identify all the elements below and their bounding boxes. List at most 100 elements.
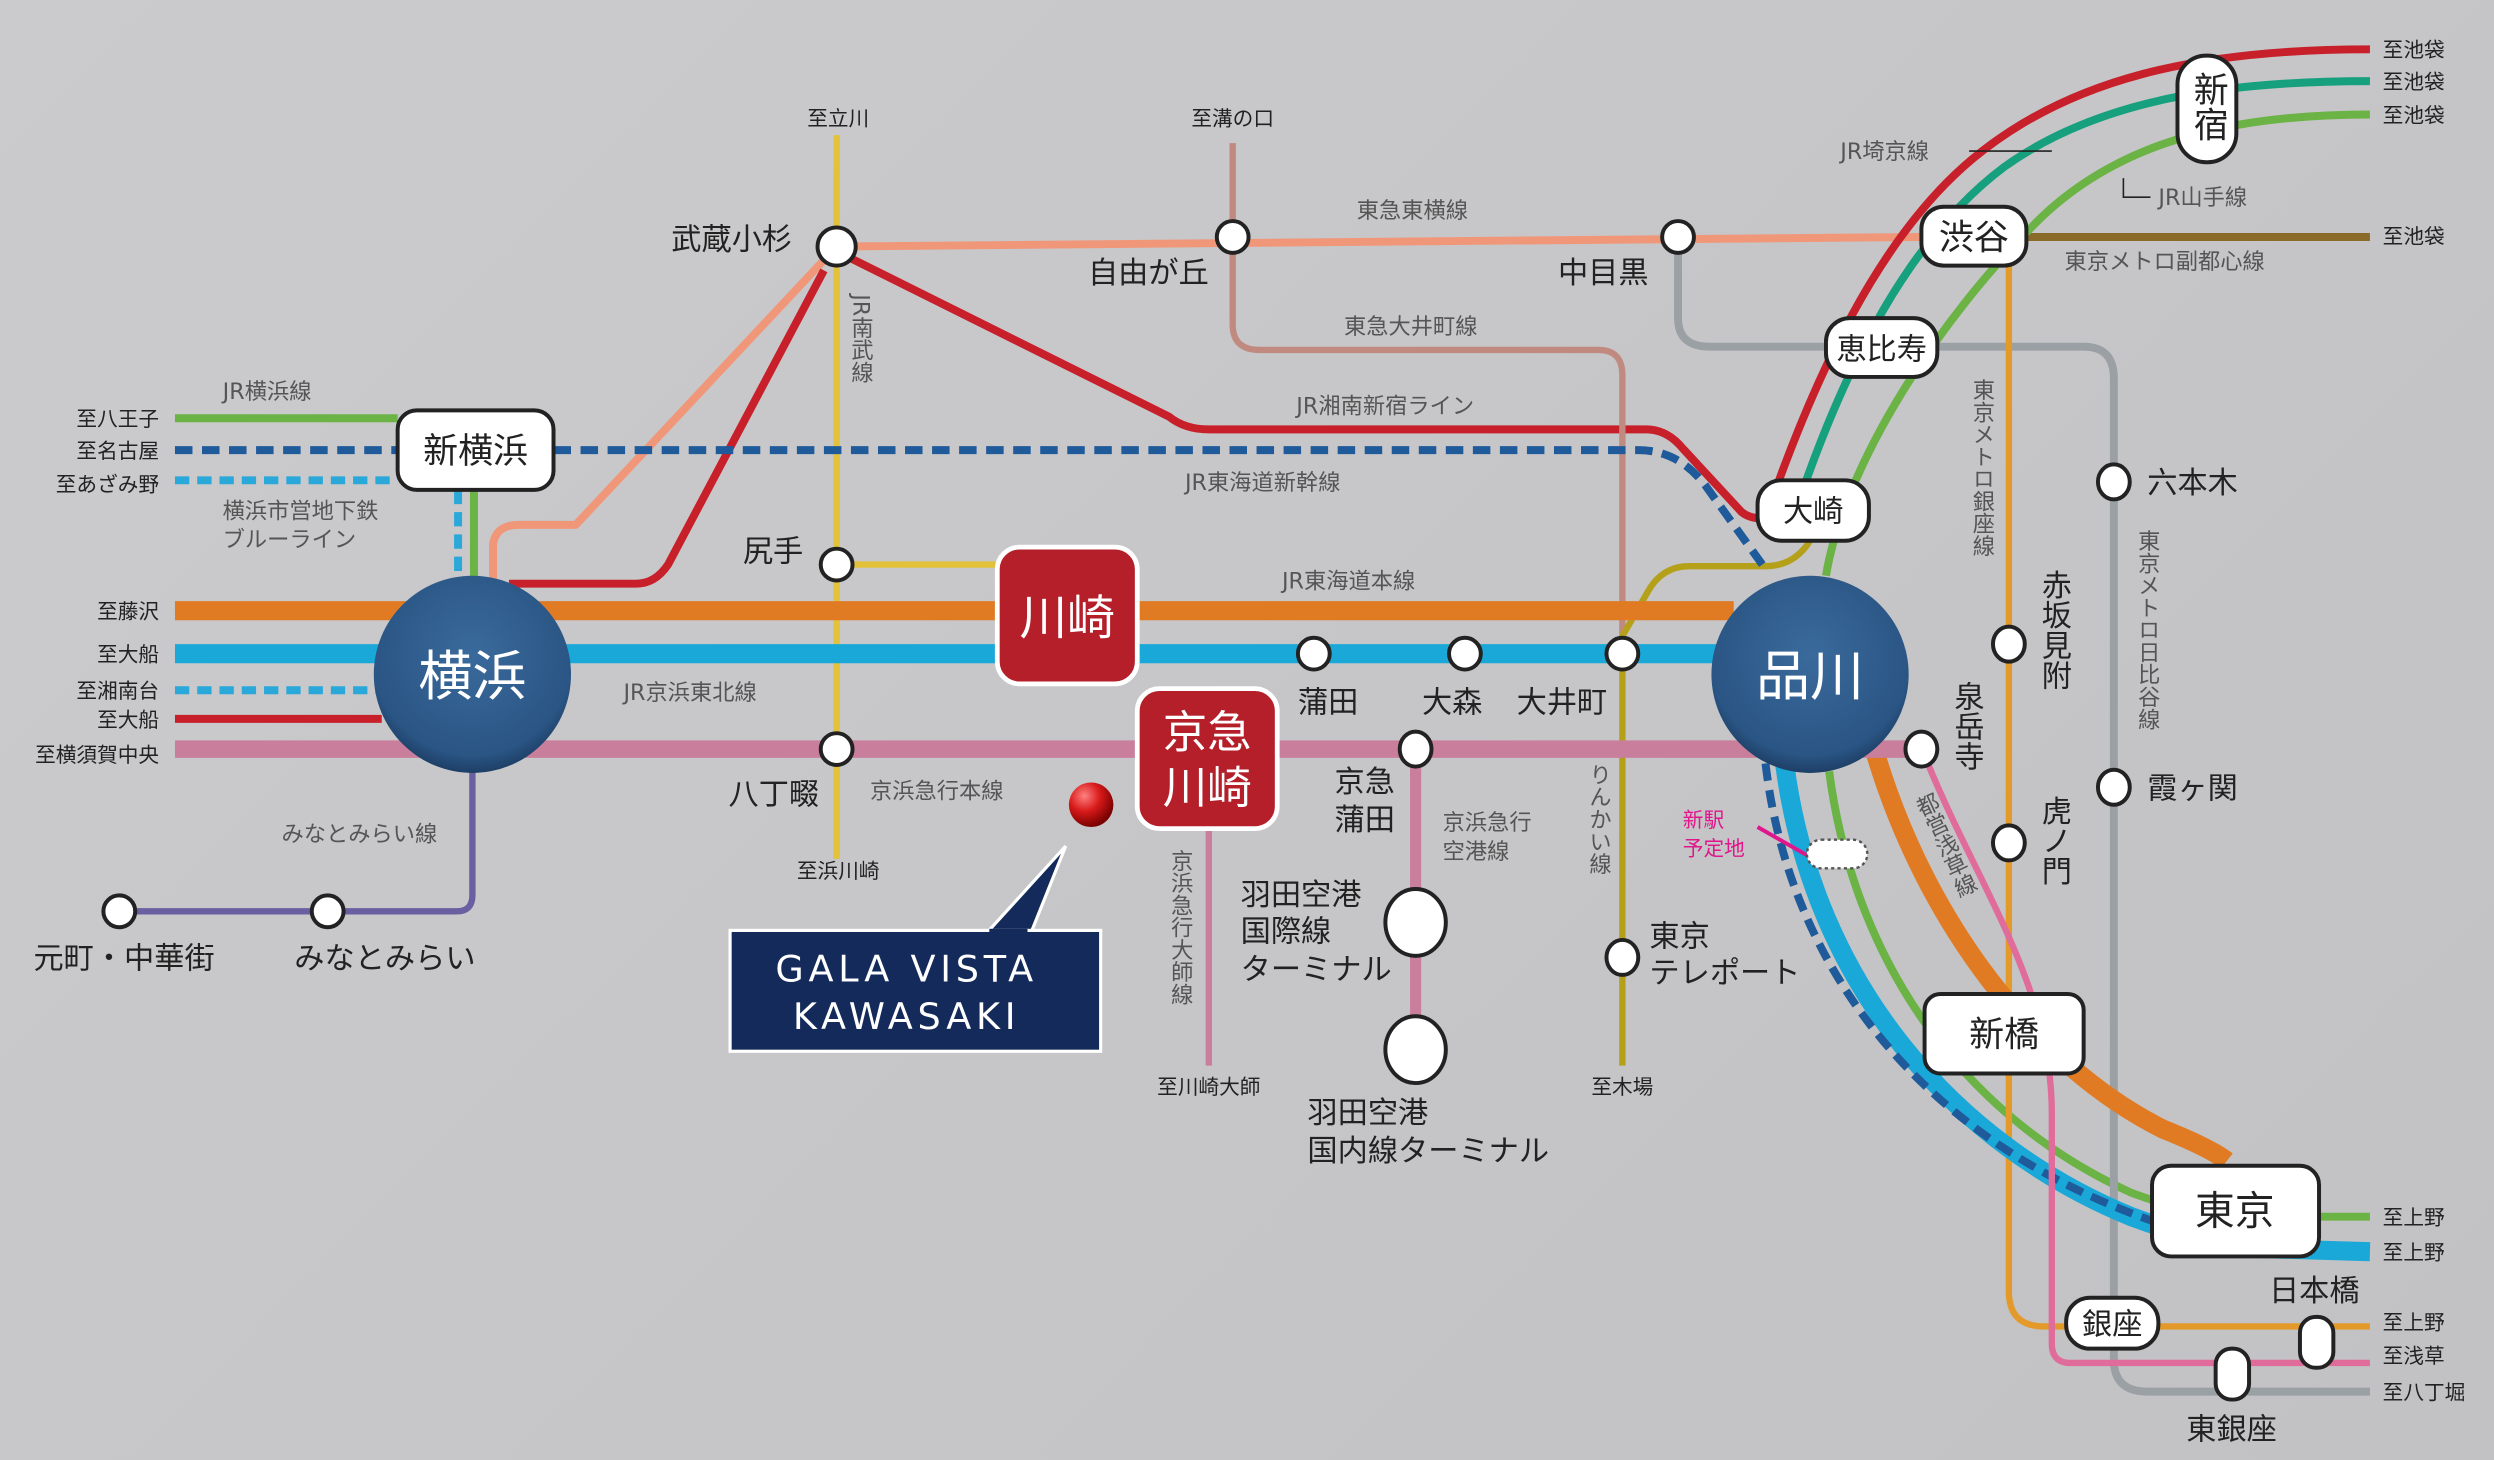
station-label: 新宿 <box>2188 71 2228 141</box>
station-label: 日本橋 <box>2269 1274 2360 1309</box>
line-label-yamanote: JR山手線 <box>2156 185 2247 211</box>
station-shinagawa: 品川 <box>1711 575 1909 773</box>
station-label: 京急 <box>1334 765 1394 800</box>
line-label-blue-line: ブルーライン <box>223 527 357 553</box>
dest-ueno: 至上野 <box>2383 1311 2445 1335</box>
station-label: 新駅 <box>1683 808 1725 832</box>
station-tokyo: 東京 <box>2150 1163 2322 1259</box>
dest-ueno: 至上野 <box>2383 1206 2445 1230</box>
station-label: 自由が丘 <box>1088 256 1209 291</box>
line-label-keikyu-daishi: 京浜急行大師線 <box>1167 849 1193 1006</box>
station-label: 銀座 <box>2082 1307 2142 1342</box>
station-new-planned: 新駅 予定地 <box>1683 808 1869 870</box>
station-label: 蒲田 <box>1298 686 1358 721</box>
dest-left: 至湘南台 <box>76 679 159 703</box>
line-shinkansen <box>174 446 2165 1229</box>
line-label-yokohama: JR横浜線 <box>221 379 312 405</box>
station-higashi-ginza: 東銀座 <box>2186 1346 2277 1447</box>
dest-kawasaki-daishi: 至川崎大師 <box>1157 1075 1260 1099</box>
station-label: 横浜 <box>418 645 526 708</box>
line-yokohama <box>174 414 478 589</box>
dest-left: 至あざみ野 <box>56 472 160 496</box>
property-callout: GALA VISTA KAWASAKI <box>728 782 1114 1053</box>
dest-ikebukuro: 至池袋 <box>2383 103 2445 127</box>
station-label: テレポート <box>1649 956 1800 991</box>
line-label-keikyu-airport: 京浜急行 <box>1443 810 1532 836</box>
station-nakameguro: 中目黒 <box>1558 219 1696 291</box>
leader-yamanote <box>2122 178 2151 199</box>
station-label: 六本木 <box>2147 466 2238 501</box>
station-nihombashi: 日本橋 <box>2269 1274 2360 1370</box>
station-label: 東京 <box>1649 919 1709 954</box>
dest-ueno: 至上野 <box>2383 1241 2445 1265</box>
station-haneda-intl: 羽田空港 国際線 ターミナル <box>1241 878 1448 988</box>
station-label: 霞ヶ関 <box>2147 771 2238 806</box>
dest-hamakawasaki: 至浜川崎 <box>797 859 880 883</box>
station-label: 川崎 <box>1163 762 1252 814</box>
line-label-keihin-tohoku: JR京浜東北線 <box>621 680 756 706</box>
station-motomachi: 元町・中華街 <box>33 893 215 977</box>
line-toyoko <box>489 232 1922 589</box>
station-shin-yokohama: 新横浜 <box>395 408 556 492</box>
dest-asakusa: 至浅草 <box>2383 1344 2445 1368</box>
line-label-shonan-shinjuku: JR湘南新宿ライン <box>1294 394 1474 420</box>
line-label-nambu: JR南武線 <box>847 292 873 383</box>
line-shonan-shinjuku <box>174 45 2370 723</box>
callout-line-2: KAWASAKI <box>793 995 1020 1038</box>
dest-ikebukuro: 至池袋 <box>2383 224 2445 248</box>
station-label: 武蔵小杉 <box>671 223 792 258</box>
dest-mizonokuchi: 至溝の口 <box>1191 107 1274 131</box>
line-label-shinkansen: JR東海道新幹線 <box>1183 470 1341 496</box>
station-label: 虎ノ門 <box>2036 795 2071 886</box>
line-label-oimachi: 東急大井町線 <box>1344 314 1478 340</box>
station-label: 中目黒 <box>1558 256 1649 291</box>
line-label-tokaido: JR東海道本線 <box>1280 568 1415 594</box>
station-roppongi: 六本木 <box>2095 462 2238 502</box>
station-label: 京急 <box>1163 706 1252 758</box>
line-label-fukutoshin: 東京メトロ副都心線 <box>2065 249 2265 275</box>
station-label: 川崎 <box>1020 592 1115 647</box>
station-tokyo-teleport: 東京 テレポート <box>1604 919 1800 991</box>
station-label: 東京 <box>2195 1189 2275 1235</box>
station-label: 大森 <box>1422 686 1482 721</box>
dest-hatchobori: 至八丁堀 <box>2383 1381 2466 1405</box>
station-sengakuji: 泉岳寺 <box>1903 680 1984 771</box>
station-label: 羽田空港 <box>1307 1096 1428 1131</box>
callout-line-1: GALA VISTA <box>775 947 1038 990</box>
station-label: 東銀座 <box>2186 1412 2277 1447</box>
station-label: 元町・中華街 <box>33 942 214 977</box>
station-yokohama: 横浜 <box>373 575 572 773</box>
line-label-saikyo: JR埼京線 <box>1838 139 1929 165</box>
station-label: ターミナル <box>1241 953 1392 988</box>
leader-new-station <box>1756 825 1815 861</box>
station-haneda-domestic: 羽田空港 国内線ターミナル <box>1307 1014 1549 1169</box>
station-label: 恵比寿 <box>1836 332 1927 367</box>
station-hatchonawate: 八丁畷 <box>729 731 855 813</box>
station-shitte: 尻手 <box>743 534 855 583</box>
station-musashi-kosugi: 武蔵小杉 <box>671 223 858 268</box>
dest-left: 至大船 <box>97 708 159 732</box>
line-label-blue-line: 横浜市営地下鉄 <box>223 498 379 524</box>
station-shinjuku: 新宿 <box>2175 53 2239 165</box>
station-minatomirai: みなとみらい <box>294 893 476 977</box>
callout-box <box>728 928 1103 1053</box>
station-osaki: 大崎 <box>1755 478 1871 543</box>
station-label: 予定地 <box>1683 837 1745 861</box>
station-ebisu: 恵比寿 <box>1823 316 1940 379</box>
line-label-ginza: 東京メトロ銀座線 <box>1969 378 1995 557</box>
station-toranomon: 虎ノ門 <box>1990 795 2071 886</box>
station-label: 八丁畷 <box>729 778 820 813</box>
line-labels: 東急東横線 東急大井町線 JR湘南新宿ライン JR東海道新幹線 JR東海道本線 … <box>221 139 2265 1005</box>
line-hibiya <box>1674 236 2370 1396</box>
station-omori: 大森 <box>1422 635 1483 721</box>
dest-tachikawa: 至立川 <box>807 107 869 131</box>
line-oimachi <box>1229 143 1626 654</box>
dest-left: 至名古屋 <box>76 439 159 463</box>
dest-left: 至藤沢 <box>97 600 159 624</box>
station-label: 品川 <box>1756 645 1864 708</box>
station-kamata: 蒲田 <box>1295 635 1358 721</box>
station-label: 大崎 <box>1783 495 1843 530</box>
line-rinkai <box>1619 538 1813 1066</box>
line-label-toyoko: 東急東横線 <box>1357 198 1468 224</box>
